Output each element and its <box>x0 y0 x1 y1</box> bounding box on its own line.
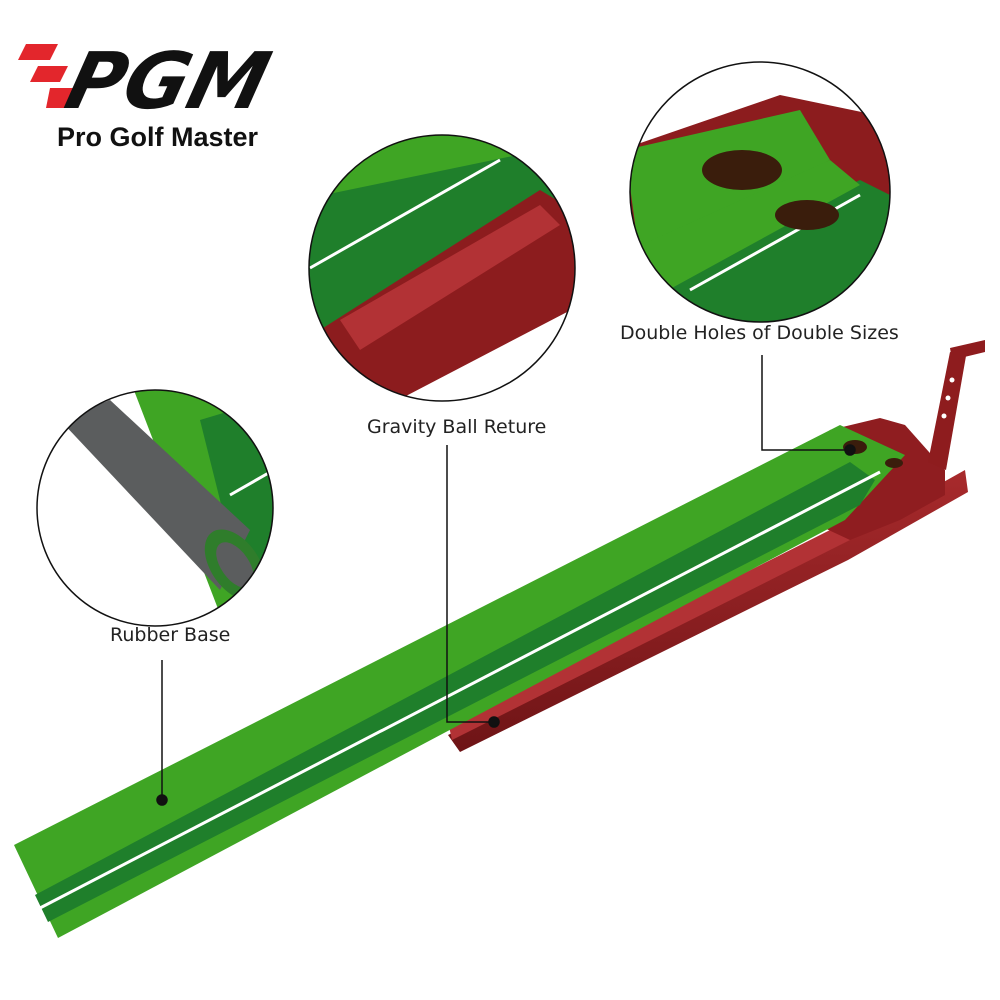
callout-double-holes: Double Holes of Double Sizes <box>620 322 899 344</box>
leader-lines <box>156 355 856 806</box>
hole-small <box>885 458 903 468</box>
brand-tagline: Pro Golf Master <box>57 122 259 152</box>
pgm-logo: PGM <box>18 35 279 127</box>
putting-mat <box>14 425 905 938</box>
logo-wordmark: PGM <box>57 35 279 127</box>
callout-rubber-base: Rubber Base <box>110 624 231 646</box>
gravity-return-detail <box>308 134 576 402</box>
leader-double-holes <box>761 355 850 451</box>
callout-gravity-return: Gravity Ball Reture <box>367 416 547 438</box>
double-holes-detail <box>629 61 891 323</box>
leader-gravity-return <box>446 445 494 723</box>
logo-red-chevron <box>18 44 76 108</box>
rubber-base-detail <box>36 389 274 627</box>
